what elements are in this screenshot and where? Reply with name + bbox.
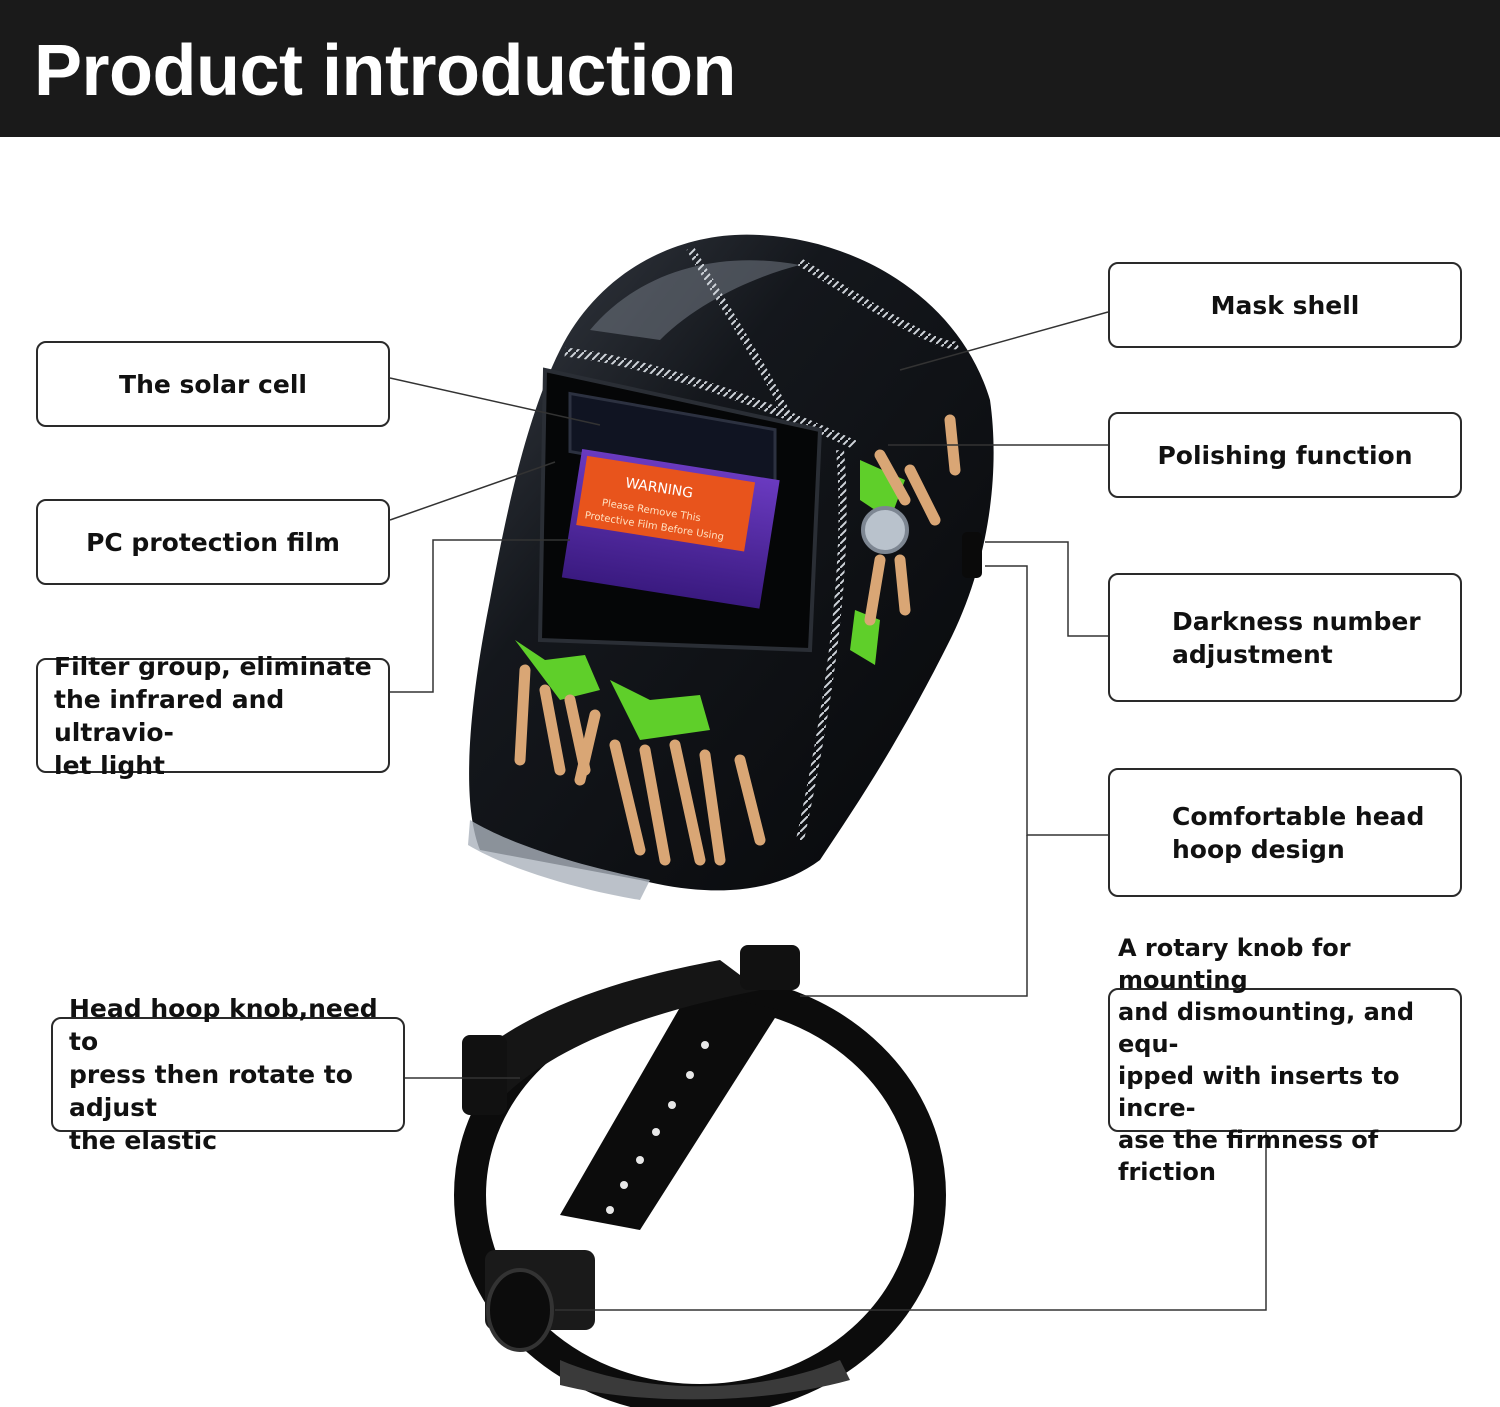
- left-mount: [462, 1035, 507, 1115]
- label-polishing: Polishing function: [1108, 412, 1462, 498]
- header-bar: Product introduction: [0, 0, 1500, 137]
- filter-cartridge: WARNING Please Remove This Protective Fi…: [561, 448, 780, 609]
- leader-mask-shell: [899, 311, 1109, 371]
- label-solar-cell-text: The solar cell: [119, 369, 307, 399]
- label-head-hoop-knob-text: Head hoop knob,need to press then rotate…: [69, 994, 378, 1155]
- leader-lines: [389, 311, 1267, 1311]
- label-mask-shell: Mask shell: [1108, 262, 1462, 348]
- ratchet-knob: [486, 1268, 554, 1352]
- label-rotary-knob: A rotary knob for mounting and dismounti…: [1108, 934, 1462, 1186]
- label-pc-film: PC protection film: [36, 499, 390, 585]
- label-mask-shell-text: Mask shell: [1210, 290, 1360, 320]
- front-mount: [740, 945, 800, 990]
- welding-helmet: WARNING Please Remove This Protective Fi…: [468, 234, 994, 900]
- leader-filter-group: [390, 539, 570, 693]
- darkness-knob: [962, 532, 982, 578]
- label-polishing-text: Polishing function: [1157, 440, 1413, 470]
- comfort-pad: [560, 1360, 850, 1400]
- seam-vertical-1: [686, 246, 794, 422]
- leader-pc-film: [389, 461, 556, 521]
- helmet-highlight: [590, 260, 800, 340]
- leader-solar-cell: [389, 377, 601, 426]
- label-filter-group-text: Filter group, eliminate the infrared and…: [54, 651, 372, 780]
- strap-holes: [606, 1041, 709, 1214]
- skeleton-hands-graphic: [514, 414, 961, 866]
- label-darkness: Darkness number adjustment: [1108, 573, 1462, 702]
- top-strap-2: [470, 960, 760, 1100]
- leader-darkness: [985, 541, 1108, 637]
- leader-rotary-knob: [555, 1132, 1267, 1311]
- leader-comfortable-hoop: [800, 835, 1028, 997]
- label-comfortable-text: Comfortable head hoop design: [1172, 801, 1425, 864]
- seam-vertical-2: [797, 258, 960, 350]
- top-strap: [560, 990, 780, 1230]
- label-rotary-knob-text: A rotary knob for mounting and dismounti…: [1118, 934, 1415, 1186]
- label-solar-cell: The solar cell: [36, 341, 390, 427]
- side-pivot: [861, 506, 909, 554]
- chin-vent: [468, 820, 650, 900]
- page-title: Product introduction: [34, 31, 736, 111]
- label-filter-group: Filter group, eliminate the infrared and…: [36, 652, 390, 780]
- label-pc-film-text: PC protection film: [86, 527, 340, 557]
- label-comfortable: Comfortable head hoop design: [1108, 768, 1462, 897]
- leader-comfortable: [985, 565, 1108, 836]
- headgear: [454, 945, 946, 1407]
- label-head-hoop-knob: Head hoop knob,need to press then rotate…: [51, 994, 405, 1155]
- label-darkness-text: Darkness number adjustment: [1172, 606, 1421, 669]
- seam-side: [796, 449, 847, 841]
